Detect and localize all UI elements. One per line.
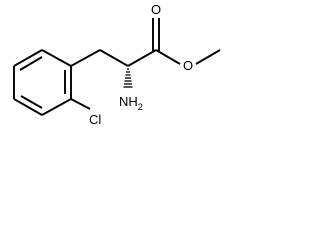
stereo-hash-bond xyxy=(123,68,133,88)
ring-bond-5 xyxy=(41,98,72,116)
benzyl-bond xyxy=(70,49,101,67)
alpha-carbonyl-bond xyxy=(127,49,157,67)
amine-label: NH2 xyxy=(119,94,143,112)
ring-double-bond-inner-1 xyxy=(19,56,43,71)
ch2-alpha-bond xyxy=(99,49,129,67)
methyl-bond xyxy=(195,49,221,65)
carbonyl-oxygen-label: O xyxy=(151,2,161,17)
ester-oxygen-label: O xyxy=(183,58,193,73)
ring-bond-4 xyxy=(13,98,43,116)
benzene-ring xyxy=(13,49,72,116)
ring-double-bond-inner-2 xyxy=(20,95,43,109)
ring-bond-1 xyxy=(41,49,72,67)
chlorine-label: Cl xyxy=(89,112,101,127)
amine-main-label: NH xyxy=(119,94,138,109)
amine-subscript-label: 2 xyxy=(138,102,143,112)
ester-bond xyxy=(155,49,181,65)
ring-bond-2 xyxy=(13,49,43,67)
molecular-structure: O O NH2 Cl xyxy=(13,2,221,127)
chloro-bond xyxy=(70,98,91,110)
